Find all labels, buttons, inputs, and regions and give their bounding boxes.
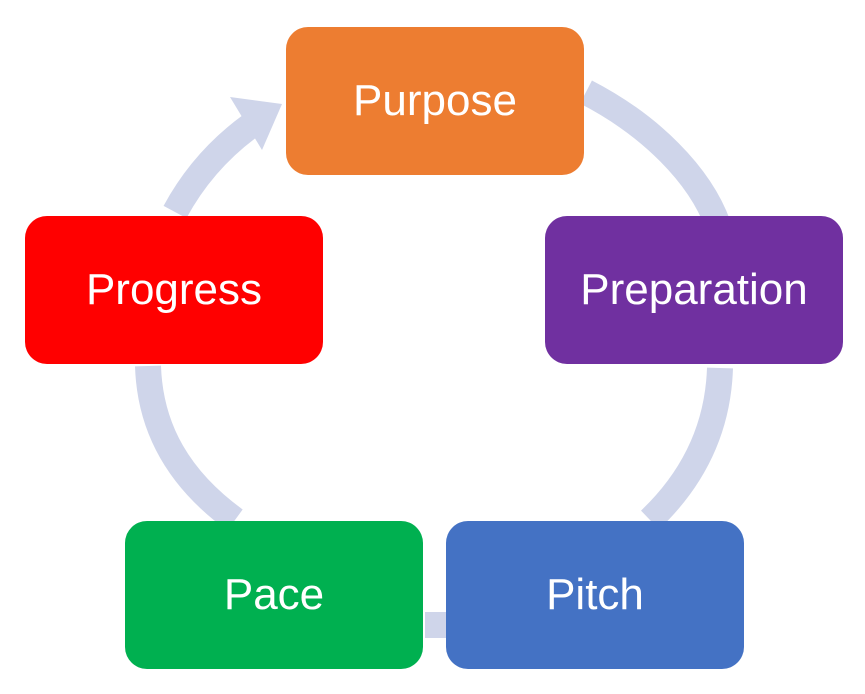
arrowhead-icon [230,97,282,150]
node-purpose-label: Purpose [353,76,517,125]
node-purpose: Purpose [286,27,584,175]
node-pace-label: Pace [223,570,325,619]
node-pitch: Pitch [446,521,744,669]
arc-progress-to-purpose [163,115,258,219]
node-progress: Progress [25,216,323,364]
node-preparation-label: Preparation [580,265,808,314]
node-pitch-label: Pitch [546,570,644,619]
node-pace: Pace [125,521,423,669]
arc-pace-to-progress [135,365,243,531]
arc-purpose-to-preparation [579,80,731,230]
node-progress-label: Progress [85,265,263,314]
node-preparation: Preparation [545,216,843,364]
arc-preparation-to-pitch [640,367,733,530]
